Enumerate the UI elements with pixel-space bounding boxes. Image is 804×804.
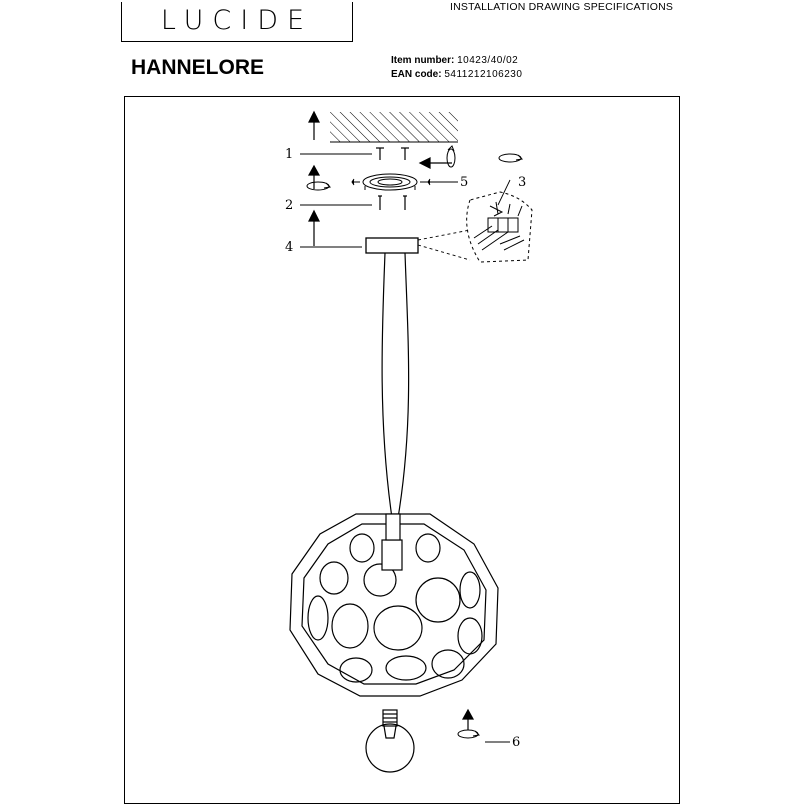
rotate-icon [457, 729, 481, 739]
item-number-label: Item number: [391, 55, 455, 66]
product-name: HANNELORE [131, 56, 265, 79]
up-arrow-2 [307, 164, 321, 189]
ceiling-hatch [330, 112, 458, 142]
screw-icon [376, 147, 409, 160]
document-type: INSTALLATION DRAWING SPECIFICATIONS [450, 1, 674, 13]
wiring-detail [466, 191, 533, 263]
callout-2: 2 [285, 198, 293, 213]
light-bulb [365, 709, 415, 773]
mounting-bracket [362, 173, 418, 191]
callout-1: 1 [285, 147, 293, 162]
callout-3: 3 [518, 175, 526, 190]
up-arrow-4 [308, 209, 320, 246]
leader-lines [300, 153, 511, 743]
ean-code-label: EAN code: [391, 69, 442, 80]
callout-4: 4 [285, 240, 293, 255]
lamp-shade [289, 513, 499, 697]
up-arrow-1 [308, 110, 320, 140]
ean-code-value: 5411212106230 [444, 69, 523, 80]
suspension-cable [381, 252, 410, 519]
item-number-value: 10423/40/02 [457, 55, 519, 66]
callout-6: 6 [512, 735, 520, 750]
item-number-line: Item number: 10423/40/02 [391, 55, 518, 66]
rotate-icon [306, 181, 332, 191]
ean-code-line: EAN code: 5411212106230 [391, 69, 522, 80]
ceiling-canopy [365, 237, 419, 254]
screw-icon [378, 195, 407, 210]
up-arrow-6 [461, 708, 475, 730]
callout-5: 5 [460, 175, 468, 190]
rotate-icon [446, 145, 456, 168]
rotate-icon [498, 153, 524, 163]
detail-link [417, 229, 471, 261]
left-arrow [418, 157, 452, 169]
brand-logo: LUCIDE [121, 2, 353, 42]
